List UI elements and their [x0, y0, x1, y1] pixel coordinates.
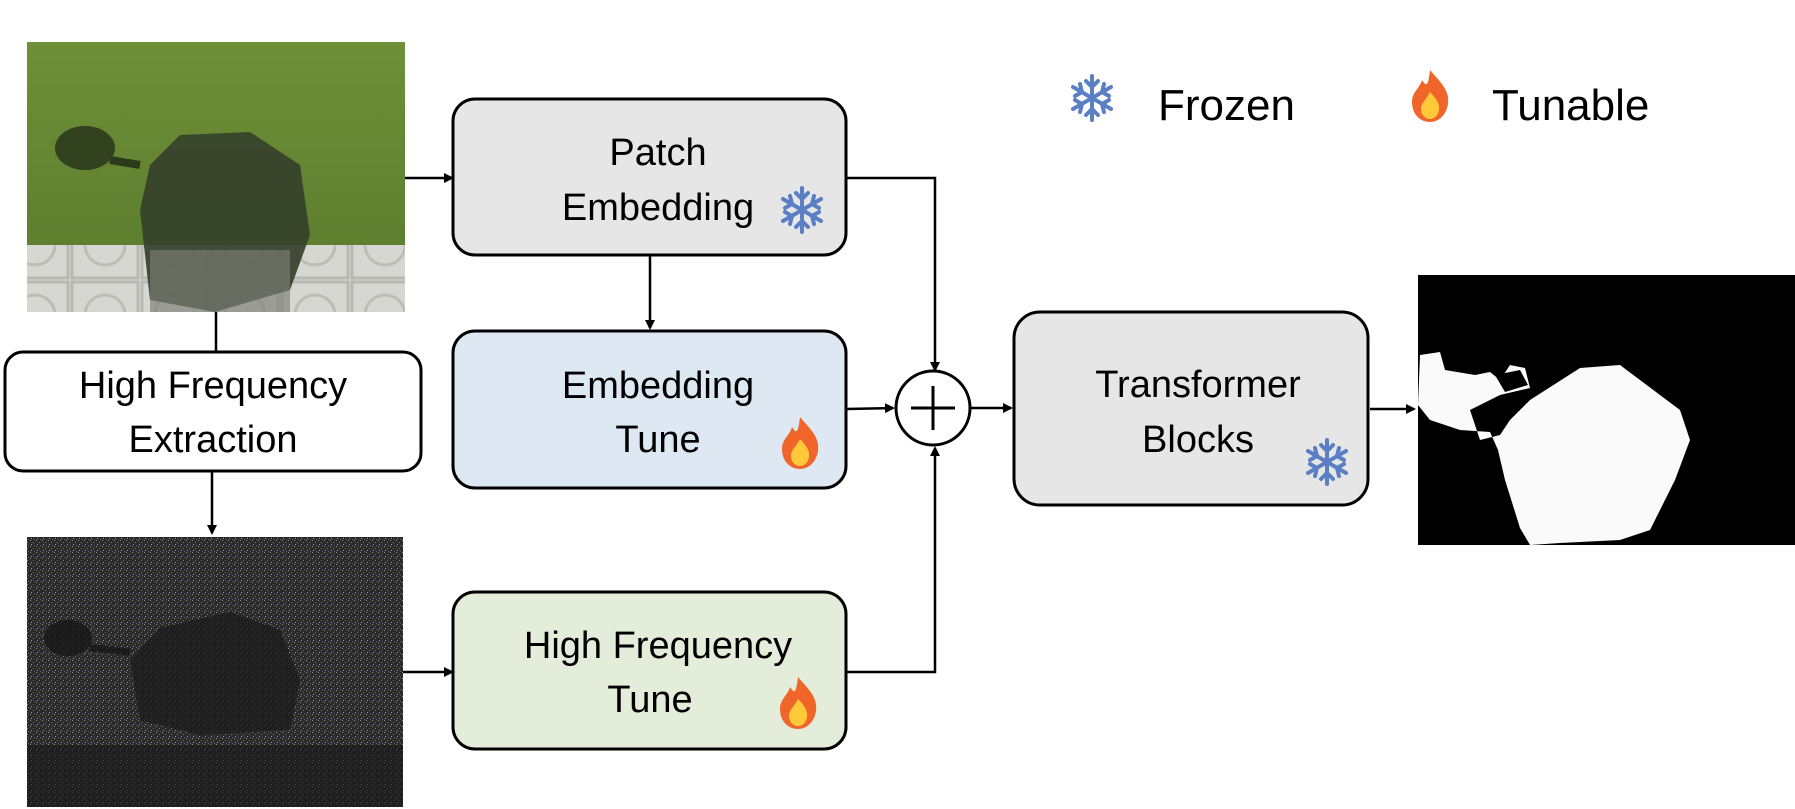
high-frequency-image: [27, 537, 403, 807]
transformer-line2: Blocks: [1142, 419, 1254, 461]
output-mask-image: [1418, 275, 1795, 545]
add-node: [894, 369, 972, 447]
snowflake-icon: [1071, 74, 1113, 122]
embedding-tune-line2: Tune: [615, 419, 700, 461]
high-frequency-tune-box: High Frequency Tune: [451, 590, 848, 751]
arrow-hf-tune-to-add: [846, 446, 940, 674]
extraction-line2: Extraction: [129, 419, 298, 461]
hf-tune-line2: Tune: [607, 679, 692, 721]
transformer-line1: Transformer: [1095, 364, 1301, 406]
transformer-blocks-box: Transformer Blocks: [1012, 310, 1370, 507]
hf-tune-line1: High Frequency: [524, 625, 792, 667]
input-image: [27, 42, 405, 312]
patch-embedding-line1: Patch: [609, 132, 706, 174]
patch-embedding-box: Patch Embedding: [451, 97, 848, 257]
legend: Frozen Tunable: [1071, 70, 1649, 130]
extraction-line1: High Frequency: [79, 365, 347, 407]
high-frequency-extraction-box: High Frequency Extraction: [3, 350, 423, 473]
patch-embedding-line2: Embedding: [562, 187, 754, 229]
flame-icon: [1412, 70, 1449, 122]
embedding-tune-box: Embedding Tune: [451, 329, 848, 490]
legend-tunable-label: Tunable: [1492, 81, 1649, 130]
arrow-embedding-tune-to-add: [845, 403, 895, 414]
embedding-tune-line1: Embedding: [562, 365, 754, 407]
legend-frozen-label: Frozen: [1158, 81, 1295, 130]
arrow-patch-to-add: [846, 176, 940, 372]
